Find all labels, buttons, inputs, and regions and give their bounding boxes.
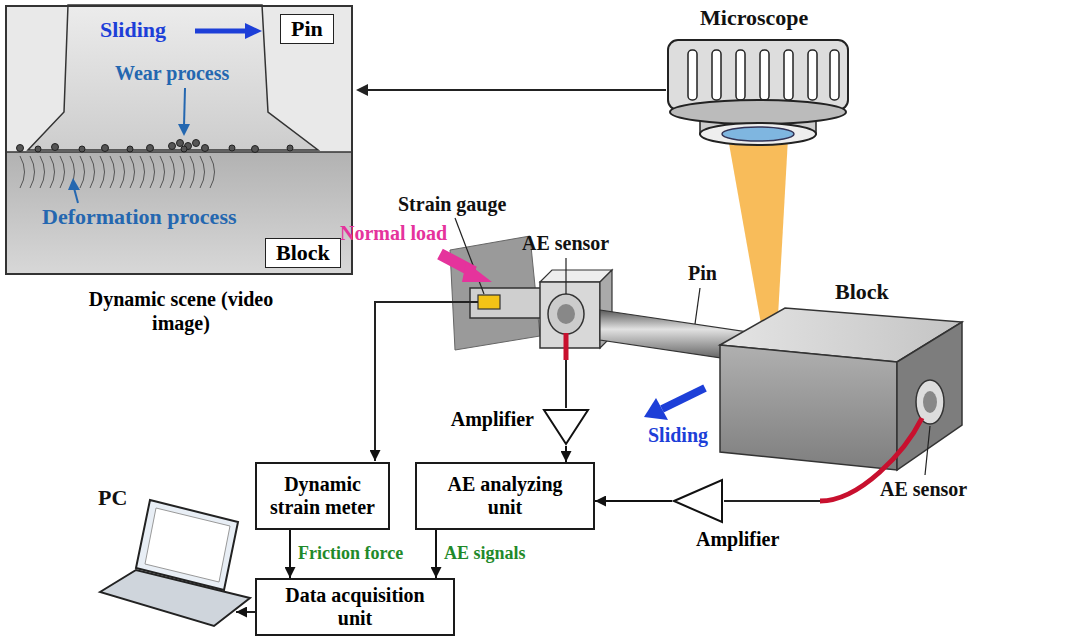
pin-assembly (375, 218, 774, 461)
microscope-figure (356, 40, 848, 352)
tag-box: Block (265, 238, 341, 268)
video-panel: Dynamic scene (video image)PinBlock (5, 5, 353, 275)
connector-arrow (435, 530, 437, 578)
amplifier: Amplifier (672, 478, 779, 551)
box-label: AE analyzing unit (429, 473, 581, 519)
part-label: AE sensor (880, 478, 967, 500)
panel-caption: Dynamic scene (video image) (71, 287, 291, 335)
process-label: Wear process (115, 62, 229, 84)
tag-box: Pin (280, 14, 334, 44)
process-box: Dynamic strain meter (255, 462, 390, 530)
box-label: Data acquisition unit (269, 584, 441, 630)
motion-label: Sliding (648, 424, 708, 446)
amplifier-label: Amplifier (696, 528, 779, 551)
process-box: AE analyzing unit (415, 462, 595, 530)
signal-label: Friction force (296, 544, 405, 564)
connector-arrow (289, 530, 291, 578)
tag-label: Block (276, 240, 330, 265)
amplifier: Amplifier (451, 408, 590, 446)
amplifier-symbol (542, 408, 590, 446)
process-box: Data acquisition unit (255, 578, 455, 636)
amplifier-label: Amplifier (451, 408, 534, 431)
amplifier-symbol (672, 478, 724, 524)
force-label: Normal load (340, 222, 447, 244)
part-label: AE sensor (522, 232, 609, 254)
part-label: Block (835, 280, 889, 304)
part-label: Strain gauge (398, 193, 506, 215)
device-label: PC (98, 486, 127, 510)
inset-scene (5, 5, 353, 275)
motion-label: Sliding (100, 18, 166, 42)
tag-label: Pin (291, 16, 323, 41)
signal-label: AE signals (442, 544, 528, 564)
connector-arrow (565, 446, 567, 462)
block-figure (644, 308, 962, 501)
part-label: Pin (688, 262, 717, 284)
process-label: Deformation process (42, 205, 237, 229)
box-label: Dynamic strain meter (269, 473, 376, 519)
connector-arrow (595, 500, 672, 502)
laptop-icon (100, 500, 255, 626)
part-label: Microscope (700, 6, 808, 30)
